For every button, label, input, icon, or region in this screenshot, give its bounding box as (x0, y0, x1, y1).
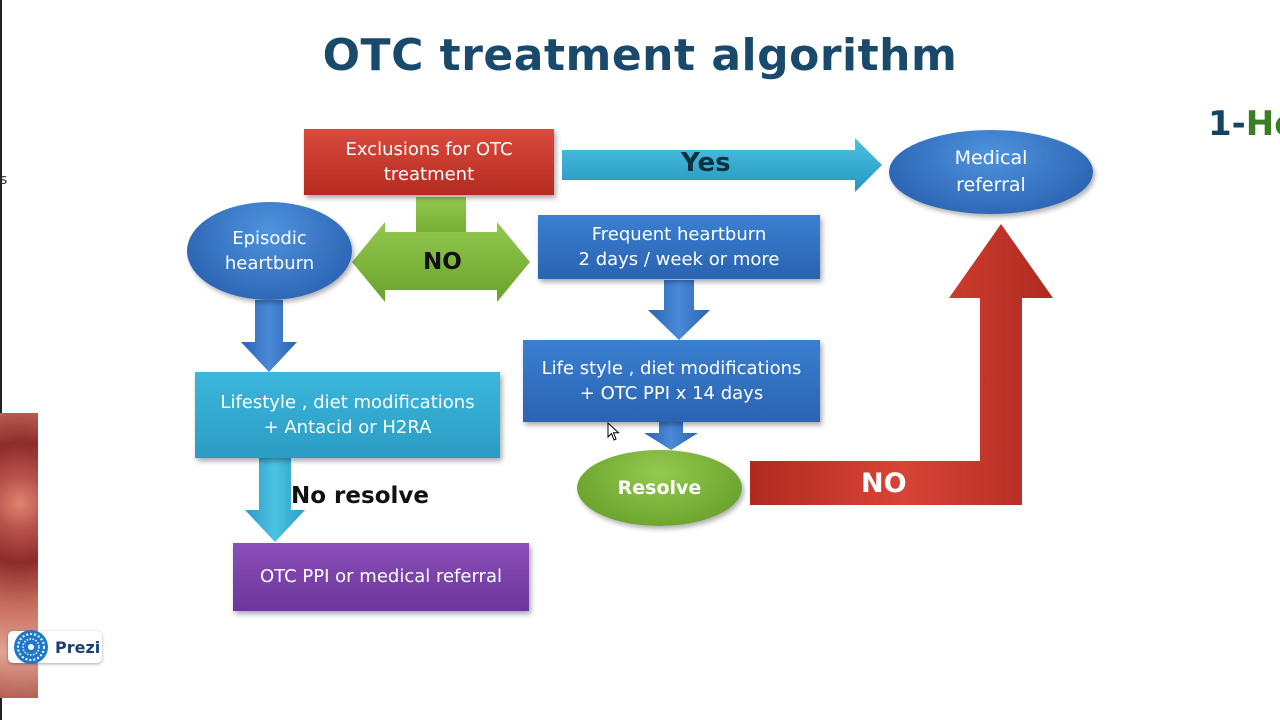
no-double-arrow (352, 197, 530, 302)
exclusions-line-1: Exclusions for OTC (345, 138, 513, 160)
exclusions-box: Exclusions for OTC treatment (304, 129, 554, 195)
frequent-heartburn-box: Frequent heartburn 2 days / week or more (538, 215, 820, 279)
no-resolve-label: No resolve (291, 483, 429, 509)
medical-referral-line-2: referral (956, 174, 1026, 196)
lifestyle-ppi-line-2: + OTC PPI x 14 days (579, 383, 764, 404)
yes-arrow (562, 138, 882, 192)
medical-referral-ellipse: Medical referral (889, 130, 1093, 214)
resolve-ellipse: Resolve (577, 450, 742, 526)
no-right-label: NO (861, 468, 907, 499)
prezi-logo-icon (14, 630, 48, 664)
lifestyle-antacid-line-1: Lifestyle , diet modifications (220, 391, 475, 413)
episodic-down-arrow (241, 300, 297, 372)
medical-referral-line-1: Medical (954, 147, 1028, 170)
episodic-line-2: heartburn (224, 253, 315, 274)
lifestyle-ppi-box: Life style , diet modifications + OTC PP… (523, 340, 820, 422)
next-slide-word: He (1245, 104, 1280, 144)
left-edge-line (0, 0, 2, 720)
lifestyle-antacid-box: Lifestyle , diet modifications + Antacid… (195, 372, 500, 458)
no-resolve-arrow (245, 458, 305, 542)
prezi-badge[interactable]: Prezi (8, 630, 102, 664)
otc-ppi-referral-box: OTC PPI or medical referral (233, 543, 529, 611)
prezi-label: Prezi (55, 637, 101, 657)
frequent-line-1: Frequent heartburn (591, 223, 767, 245)
otc-ppi-referral-label: OTC PPI or medical referral (260, 566, 502, 588)
left-edge-fragment: s (0, 172, 8, 188)
lifestyle-antacid-line-2: + Antacid or H2RA (263, 417, 432, 438)
lifestyle-ppi-line-1: Life style , diet modifications (541, 357, 802, 379)
next-slide-number: 1- (1208, 104, 1246, 144)
ppi-to-resolve-arrow (644, 422, 698, 450)
resolve-label: Resolve (617, 476, 702, 499)
exclusions-line-2: treatment (383, 164, 475, 185)
frequent-line-2: 2 days / week or more (578, 249, 780, 270)
episodic-heartburn-ellipse: Episodic heartburn (187, 202, 352, 300)
yes-label: Yes (681, 148, 731, 178)
episodic-line-1: Episodic (232, 227, 307, 249)
page-title: OTC treatment algorithm (322, 30, 958, 81)
no-referral-arrow (750, 224, 1053, 505)
next-slide-peek: 1-He (1208, 104, 1280, 144)
mouse-cursor-icon (607, 422, 620, 441)
no-center-label: NO (423, 249, 462, 275)
frequent-down-arrow (648, 280, 710, 340)
